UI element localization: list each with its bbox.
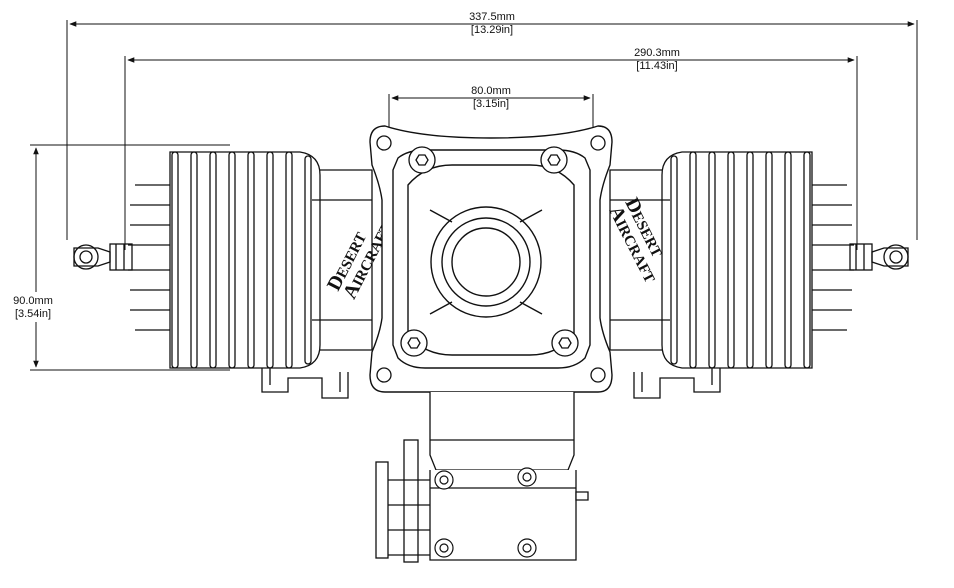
left-spark-plug [73,243,133,271]
right-cylinder [609,151,909,399]
height-mm: 90.0mm [13,295,53,307]
mount-bolts [376,135,606,383]
rear-housing [375,392,589,563]
dimension-mount-width [388,94,594,130]
dimension-height [30,144,230,371]
left-cylinder [73,151,373,399]
right-head-fins [812,184,854,331]
dimension-plug-width [124,56,858,250]
rear-housing-bolts [434,467,537,558]
overall-width-in: [13.29in] [471,24,513,36]
overall-width-mm: 337.5mm [469,11,515,23]
height-in: [3.54in] [15,308,51,320]
left-cylinder-fins [171,151,312,369]
plug-width-in: [11.43in] [636,60,677,72]
plug-width-mm: 290.3mm [634,47,680,59]
right-cylinder-fins [670,151,811,369]
height-label-bg [8,292,60,322]
mount-width-in: [3.15in] [473,98,509,110]
right-brand: DESERT AIRCRAFT [605,194,665,285]
right-spark-plug [849,243,909,271]
left-head-fins [128,184,170,331]
mount-width-mm: 80.0mm [471,85,511,97]
crankshaft-boss [429,206,543,318]
dimension-overall-width [66,20,918,240]
